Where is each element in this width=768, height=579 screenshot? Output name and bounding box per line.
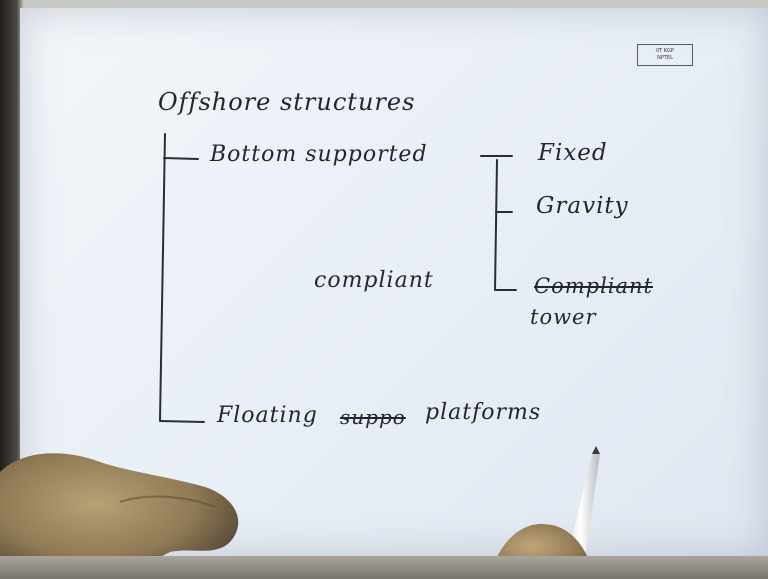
label-compliant-struck: Compliant: [534, 274, 653, 298]
label-bottom-supported: Bottom supported: [210, 142, 428, 167]
label-floating-struck: suppo: [340, 405, 406, 429]
title-offshore-structures: Offshore structures: [158, 88, 416, 116]
label-floating: Floating: [217, 403, 318, 428]
label-tower: tower: [530, 305, 597, 329]
desk-surface: [0, 556, 768, 579]
branch-line-floating: [159, 420, 205, 423]
paper-sheet: [20, 8, 768, 556]
stamp-line-2: NPTEL: [657, 55, 673, 61]
stamp-line-1: IIT KGP: [656, 48, 674, 54]
label-gravity: Gravity: [536, 193, 629, 219]
sub-vertical-line: [494, 159, 498, 291]
corner-stamp: IIT KGP NPTEL: [637, 44, 693, 66]
label-fixed: Fixed: [538, 140, 608, 166]
label-compliant: compliant: [314, 268, 434, 293]
presenter-hand-left: [0, 453, 239, 579]
branch-line-bottom: [163, 157, 199, 160]
label-platforms: platforms: [425, 400, 542, 425]
main-vertical-line: [159, 133, 166, 421]
